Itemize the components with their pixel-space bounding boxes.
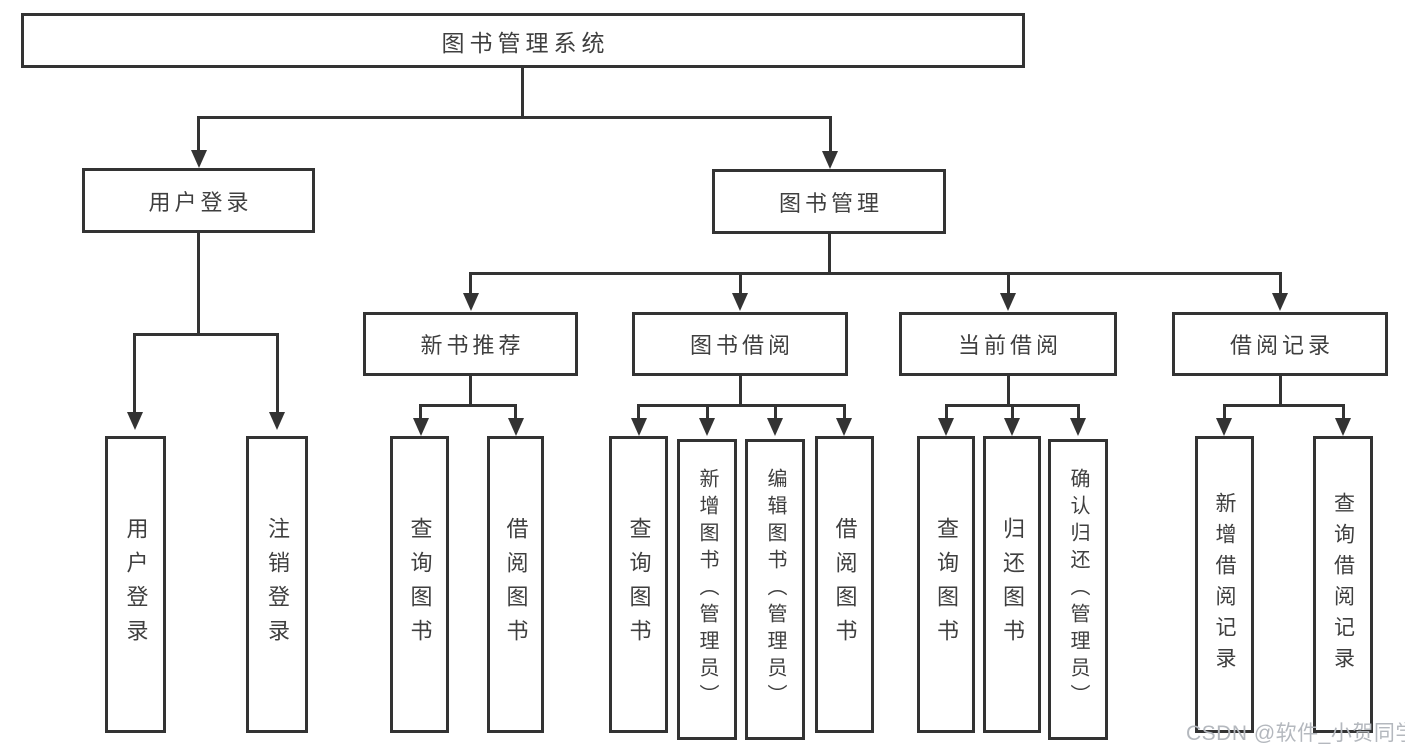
connector-line (469, 376, 472, 406)
leaf-query-books-borrowing: 查询图书 (609, 436, 668, 733)
connector-line (738, 273, 742, 296)
node-label: 注销登录 (265, 516, 290, 653)
node-label: 图书管理系统 (441, 29, 610, 56)
connector-line (1278, 273, 1282, 296)
arrowhead-icon (1000, 293, 1016, 311)
connector-line (197, 117, 200, 152)
node-label: 查询图书 (626, 516, 652, 653)
connector-line (469, 273, 472, 296)
leaf-query-borrow-record: 查询借阅记录 (1313, 436, 1373, 733)
connector-line (1222, 403, 1345, 407)
node-library-system: 图书管理系统 (21, 13, 1025, 68)
arrowhead-icon (190, 150, 207, 168)
arrowhead-icon (938, 418, 954, 436)
arrowhead-icon (269, 412, 285, 430)
arrowhead-icon (1004, 418, 1020, 436)
arrowhead-icon (630, 418, 647, 436)
leaf-borrow-books-recommend: 借阅图书 (487, 436, 544, 733)
leaf-add-borrow-record: 新增借阅记录 (1195, 436, 1254, 733)
connector-line (419, 403, 517, 407)
node-label: 查询图书 (407, 516, 433, 653)
node-label: 借阅图书 (832, 516, 858, 653)
arrowhead-icon (836, 418, 852, 436)
watermark: CSDN @软件_小贺同学 (1186, 722, 1405, 745)
leaf-add-book-admin: 新增图书（管理员） (677, 439, 737, 740)
leaf-logout: 注销登录 (246, 436, 308, 733)
node-label: 用户登录 (148, 189, 253, 215)
node-label: 新书推荐 (420, 333, 525, 358)
node-new-book-recommend: 新书推荐 (363, 312, 578, 376)
arrowhead-icon (462, 293, 479, 311)
leaf-confirm-return-admin: 确认归还（管理员） (1048, 439, 1108, 740)
connector-line (1222, 405, 1226, 420)
connector-line (944, 405, 948, 420)
node-label: 查询图书 (934, 516, 959, 653)
connector-line (275, 334, 279, 413)
leaf-edit-book-admin: 编辑图书（管理员） (745, 439, 805, 740)
leaf-return-books: 归还图书 (983, 436, 1041, 733)
arrowhead-icon (1272, 293, 1288, 311)
connector-line (521, 68, 524, 118)
node-user-login: 用户登录 (82, 168, 315, 233)
arrowhead-icon (1216, 418, 1232, 436)
arrowhead-icon (822, 151, 838, 169)
connector-line (1006, 273, 1010, 296)
arrowhead-icon (1335, 418, 1351, 436)
leaf-query-books-current: 查询图书 (917, 436, 975, 733)
node-label: 借阅记录 (1229, 333, 1334, 358)
connector-line (1341, 405, 1345, 420)
connector-line (197, 233, 200, 336)
connector-line (1010, 405, 1014, 420)
connector-line (1006, 376, 1010, 406)
connector-line (133, 333, 279, 336)
node-label: 编辑图书（管理员） (764, 468, 786, 711)
connector-line (419, 405, 422, 420)
node-book-borrowing: 图书借阅 (632, 312, 848, 376)
connector-line (637, 405, 640, 420)
connector-line (773, 405, 777, 420)
leaf-query-books-recommend: 查询图书 (390, 436, 449, 733)
arrowhead-icon (732, 293, 748, 311)
arrowhead-icon (767, 418, 783, 436)
connector-line (514, 405, 517, 420)
connector-line (133, 334, 136, 413)
connector-line (197, 116, 832, 119)
node-book-management: 图书管理 (712, 169, 946, 234)
node-label: 归还图书 (1000, 516, 1025, 653)
leaf-borrow-books-borrowing: 借阅图书 (815, 436, 874, 733)
node-label: 确认归还（管理员） (1067, 468, 1089, 711)
node-borrowing-records: 借阅记录 (1172, 312, 1388, 376)
node-label: 图书管理 (778, 190, 883, 216)
connector-line (827, 234, 831, 275)
connector-line (1278, 376, 1282, 406)
connector-line (738, 376, 742, 406)
connector-line (1076, 405, 1080, 420)
node-label: 查询借阅记录 (1331, 491, 1355, 678)
node-label: 借阅图书 (503, 516, 529, 653)
node-label: 新增图书（管理员） (696, 468, 718, 711)
connector-line (828, 117, 832, 153)
connector-line (469, 272, 1282, 275)
node-label: 当前借阅 (957, 333, 1062, 358)
node-label: 用户登录 (123, 516, 149, 653)
arrowhead-icon (507, 418, 524, 436)
node-label: 新增借阅记录 (1213, 491, 1236, 678)
connector-line (705, 405, 709, 420)
arrowhead-icon (412, 418, 429, 436)
connector-line (637, 403, 846, 407)
arrowhead-icon (699, 418, 715, 436)
node-current-borrowing: 当前借阅 (899, 312, 1117, 376)
arrowhead-icon (126, 412, 143, 430)
arrowhead-icon (1070, 418, 1086, 436)
node-label: 图书借阅 (689, 333, 794, 358)
connector-line (842, 405, 846, 420)
leaf-user-login: 用户登录 (105, 436, 166, 733)
